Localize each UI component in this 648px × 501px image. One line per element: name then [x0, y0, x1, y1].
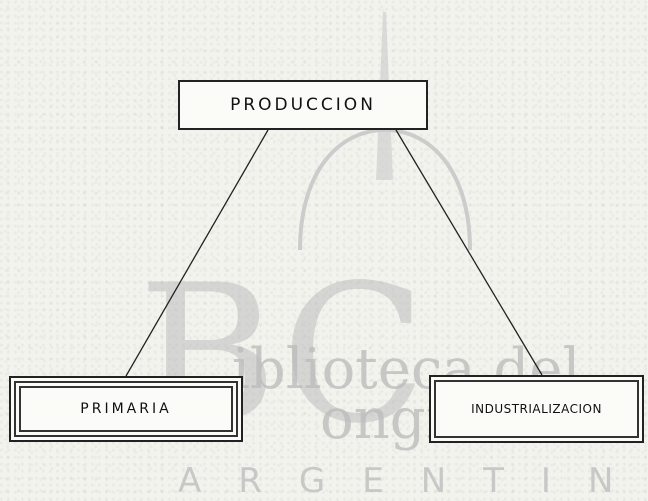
node-industrializacion-label: INDUSTRIALIZACION [471, 402, 602, 416]
node-primaria: PRIMARIA [9, 376, 243, 442]
node-produccion-label: PRODUCCION [230, 95, 376, 115]
watermark-dome [298, 127, 472, 251]
node-industrializacion: INDUSTRIALIZACION [429, 375, 644, 443]
watermark-line3: ARGENTINA [178, 461, 648, 501]
node-primaria-label: PRIMARIA [80, 401, 172, 417]
node-produccion: PRODUCCION [178, 80, 428, 130]
connector-right [395, 129, 543, 376]
connector-left [125, 129, 269, 377]
